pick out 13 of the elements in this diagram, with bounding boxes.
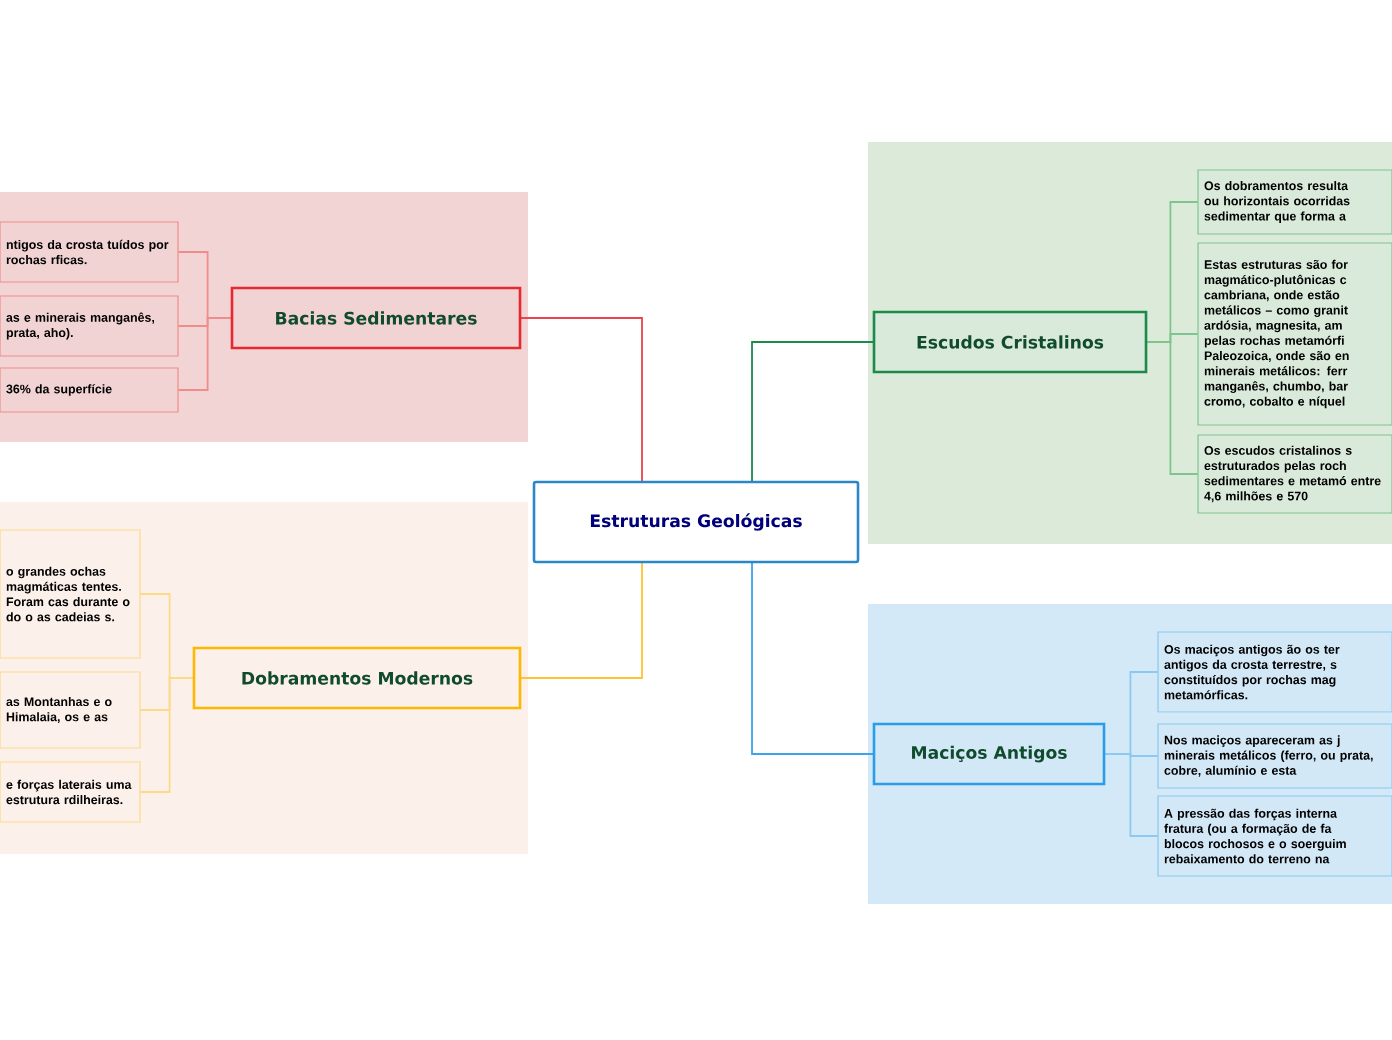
topic-box: Escudos Cristalinos <box>872 310 1148 374</box>
connector-line <box>519 317 643 483</box>
connector-line <box>519 561 643 679</box>
connector-line <box>1145 341 1199 475</box>
topic-box: Maciços Antigos <box>872 722 1106 786</box>
connector-line <box>751 341 875 483</box>
connector-line <box>751 561 875 755</box>
topic-box: Dobramentos Modernos <box>192 646 522 710</box>
connector-line <box>139 677 195 793</box>
topic-box: Bacias Sedimentares <box>230 286 522 350</box>
connector-line <box>177 317 233 391</box>
root-topic-box: Estruturas Geológicas <box>532 480 860 564</box>
connector-line <box>1103 753 1159 837</box>
